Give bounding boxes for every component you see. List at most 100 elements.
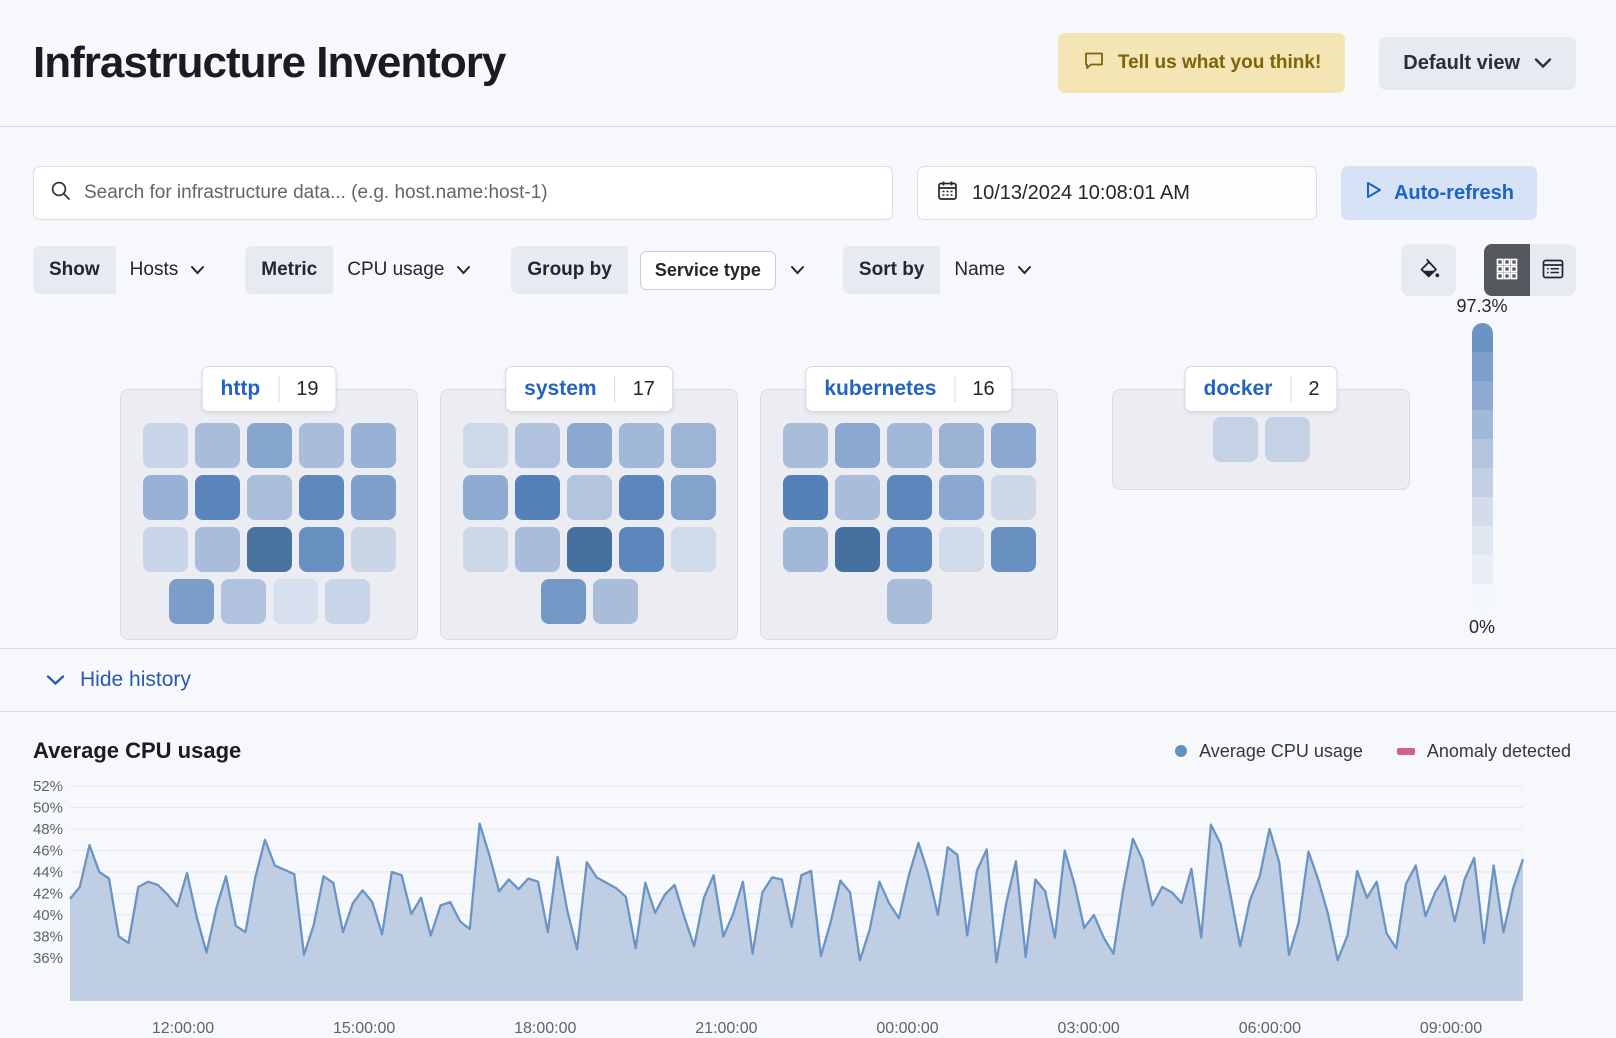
host-node[interactable] [618, 527, 664, 572]
x-axis-tick-label: 15:00:00 [332, 1020, 396, 1037]
host-node[interactable] [324, 579, 370, 624]
search-row: 10/13/2024 10:08:01 AM Auto-refresh [33, 166, 1576, 220]
group-name-link[interactable]: docker [1203, 377, 1273, 400]
table-view-button[interactable] [1530, 244, 1576, 296]
host-node[interactable] [168, 579, 214, 624]
view-selector-button[interactable]: Default view [1379, 36, 1576, 90]
metric-filter-select[interactable]: CPU usage [333, 246, 487, 294]
host-node[interactable] [142, 527, 188, 572]
host-node[interactable] [834, 423, 880, 468]
show-filter-label: Show [33, 246, 116, 294]
host-node[interactable] [592, 579, 638, 624]
host-node[interactable] [514, 527, 560, 572]
host-node[interactable] [142, 423, 188, 468]
host-node[interactable] [566, 475, 612, 520]
host-node[interactable] [194, 423, 240, 468]
host-node[interactable] [834, 527, 880, 572]
sort-by-filter-value: Name [954, 259, 1006, 280]
host-node[interactable] [246, 527, 292, 572]
group-by-filter: Group by Service type [511, 246, 819, 295]
group-name-link[interactable]: system [524, 377, 597, 400]
host-node[interactable] [670, 423, 716, 468]
hide-history-toggle[interactable]: Hide history [0, 648, 1616, 712]
group-count: 16 [972, 377, 995, 400]
waffle-grid [1113, 417, 1409, 462]
host-node[interactable] [782, 527, 828, 572]
show-filter-select[interactable]: Hosts [116, 246, 222, 294]
feedback-button[interactable]: Tell us what you think! [1057, 33, 1346, 93]
search-input[interactable] [84, 182, 876, 204]
waffle-row [462, 527, 716, 572]
host-node[interactable] [566, 423, 612, 468]
host-node[interactable] [142, 475, 188, 520]
view-mode-toggle [1484, 244, 1576, 296]
sort-by-filter: Sort by Name [842, 246, 1048, 294]
sort-by-filter-select[interactable]: Name [940, 246, 1048, 294]
host-node[interactable] [834, 475, 880, 520]
host-node[interactable] [462, 475, 508, 520]
host-node[interactable] [298, 475, 344, 520]
host-node[interactable] [1264, 417, 1310, 462]
metric-filter-label: Metric [245, 246, 334, 294]
host-node[interactable] [990, 475, 1036, 520]
legend-step [1471, 526, 1493, 555]
host-node[interactable] [782, 475, 828, 520]
waffle-row [1212, 417, 1310, 462]
host-node[interactable] [886, 527, 932, 572]
host-node[interactable] [782, 423, 828, 468]
group-by-filter-select[interactable]: Service type [628, 246, 819, 295]
host-node[interactable] [886, 423, 932, 468]
waffle-row [168, 579, 370, 624]
host-node[interactable] [670, 475, 716, 520]
host-node[interactable] [618, 423, 664, 468]
host-node[interactable] [886, 475, 932, 520]
host-node[interactable] [194, 527, 240, 572]
host-node[interactable] [938, 527, 984, 572]
grid-view-button[interactable] [1484, 244, 1530, 296]
date-picker[interactable]: 10/13/2024 10:08:01 AM [917, 166, 1317, 220]
x-axis-tick-label: 09:00:00 [1419, 1020, 1483, 1037]
group-name-link[interactable]: kubernetes [824, 377, 937, 400]
waffle-row [540, 579, 638, 624]
host-node[interactable] [670, 527, 716, 572]
waffle-grid [121, 423, 417, 624]
x-axis-tick-label: 00:00:00 [876, 1020, 939, 1037]
auto-refresh-button[interactable]: Auto-refresh [1341, 166, 1537, 220]
host-node[interactable] [514, 423, 560, 468]
sort-by-filter-label: Sort by [842, 246, 941, 294]
legend-gradient [1471, 323, 1493, 613]
host-node[interactable] [462, 527, 508, 572]
host-node[interactable] [298, 423, 344, 468]
host-node[interactable] [246, 423, 292, 468]
group-by-filter-value[interactable]: Service type [639, 250, 776, 290]
host-node[interactable] [298, 527, 344, 572]
host-node[interactable] [272, 579, 318, 624]
host-node[interactable] [938, 423, 984, 468]
host-node[interactable] [246, 475, 292, 520]
cpu-usage-chart-canvas: 52%50%48%46%44%42%40%38%36% [33, 778, 1525, 1001]
color-palette-button[interactable] [1401, 244, 1456, 296]
host-node[interactable] [990, 527, 1036, 572]
host-node[interactable] [350, 527, 396, 572]
legend-step [1471, 323, 1493, 352]
host-node[interactable] [566, 527, 612, 572]
host-node[interactable] [938, 475, 984, 520]
host-node[interactable] [514, 475, 560, 520]
host-node[interactable] [350, 475, 396, 520]
host-node[interactable] [618, 475, 664, 520]
host-node[interactable] [462, 423, 508, 468]
host-node[interactable] [350, 423, 396, 468]
host-node[interactable] [990, 423, 1036, 468]
svg-text:52%: 52% [33, 778, 63, 795]
host-node[interactable] [220, 579, 266, 624]
host-node[interactable] [886, 579, 932, 624]
group-name-link[interactable]: http [220, 377, 261, 400]
group-count: 2 [1308, 377, 1320, 400]
host-node[interactable] [194, 475, 240, 520]
host-node[interactable] [1212, 417, 1258, 462]
host-node[interactable] [540, 579, 586, 624]
